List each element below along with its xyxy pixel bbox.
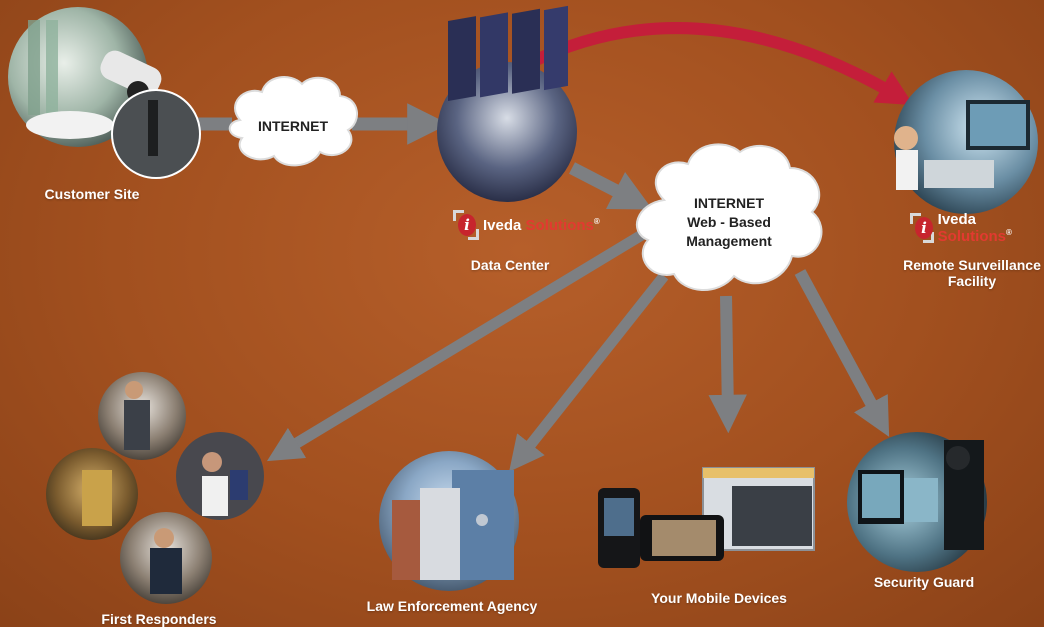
internet-cloud-small bbox=[228, 76, 358, 167]
arrow-to-security-guard bbox=[794, 269, 890, 437]
remote-surveillance-label: Remote Surveillance Facility bbox=[903, 257, 1041, 289]
logo-word1: Iveda bbox=[483, 216, 522, 234]
customer-site-photo bbox=[8, 7, 201, 179]
arrow-to-first-responders bbox=[266, 225, 653, 462]
remote-surveillance-photo bbox=[894, 70, 1038, 214]
internet-cloud-main bbox=[636, 143, 823, 291]
mobile-devices-photo bbox=[598, 467, 815, 568]
iveda-mark-icon: i bbox=[910, 213, 934, 243]
law-enforcement-photo bbox=[379, 451, 519, 591]
security-guard-photo bbox=[847, 432, 987, 572]
arrow-to-mobile-devices bbox=[708, 295, 747, 434]
first-responders-label: First Responders bbox=[101, 611, 217, 627]
logo-word2: Solutions bbox=[937, 228, 1006, 245]
internet-cloud-main-line1: INTERNET bbox=[693, 195, 764, 211]
law-enforcement-label: Law Enforcement Agency bbox=[366, 598, 538, 614]
security-guard-label: Security Guard bbox=[873, 574, 975, 590]
data-center-photo bbox=[437, 5, 577, 202]
arrow-datacenter-to-internet-main bbox=[569, 162, 653, 210]
mobile-devices-label: Your Mobile Devices bbox=[651, 590, 787, 606]
internet-cloud-main-line2: Web - Based bbox=[687, 214, 771, 230]
data-center-label: Data Center bbox=[470, 257, 550, 273]
arrow-datacenter-to-remote bbox=[529, 22, 914, 106]
iveda-mark-icon: i bbox=[453, 210, 479, 240]
iveda-logo-data-center: i Iveda Solutions® bbox=[453, 210, 600, 240]
arrow-to-law-enforcement bbox=[509, 272, 669, 472]
first-responders-photos bbox=[46, 372, 264, 604]
logo-word1: Iveda bbox=[937, 211, 977, 228]
iveda-logo-remote: i Iveda Solutions® bbox=[910, 211, 1044, 245]
internet-cloud-small-label: INTERNET bbox=[258, 118, 328, 134]
internet-cloud-main-label: INTERNET Web - Based Management bbox=[686, 194, 772, 251]
internet-cloud-main-line3: Management bbox=[686, 233, 772, 249]
logo-word2: Solutions bbox=[525, 216, 594, 234]
customer-site-label: Customer Site bbox=[44, 186, 140, 202]
